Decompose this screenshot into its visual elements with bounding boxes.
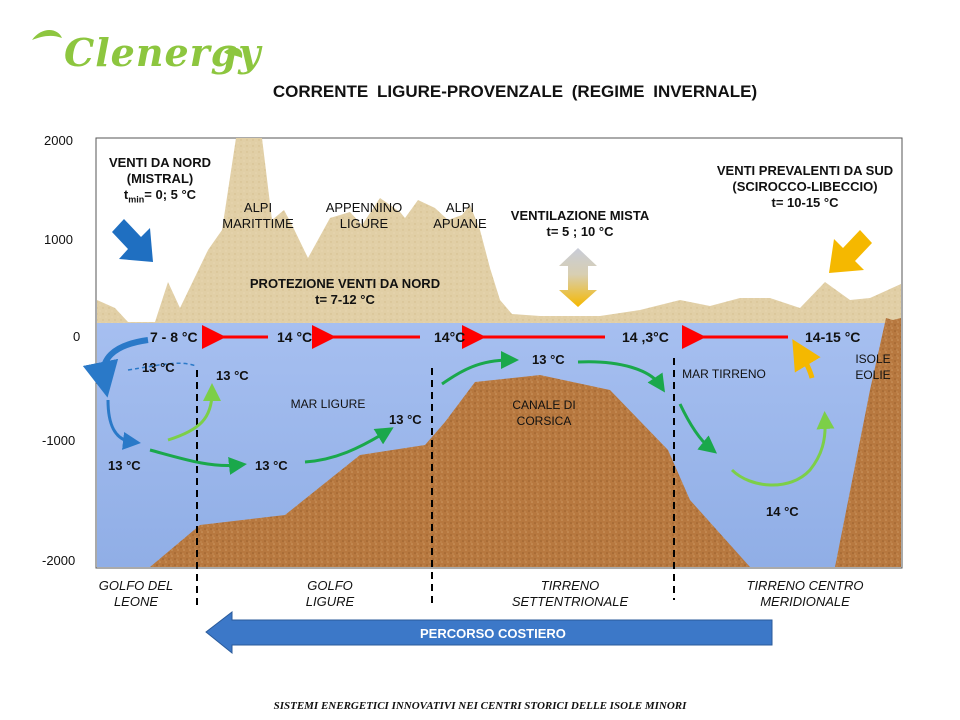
mar-tirreno-label: MAR TIRRENO — [682, 367, 766, 381]
appennino-label: APPENNINO LIGURE — [325, 200, 403, 231]
temp-deep-7: 14 °C — [766, 504, 799, 519]
temp-deep-1: 13 °C — [142, 360, 175, 375]
dashed-return-line — [127, 362, 197, 371]
north-wind-arrow-icon — [112, 219, 153, 262]
footer-text: SISTEMI ENERGETICI INNOVATIVI NEI CENTRI… — [273, 700, 687, 712]
axis-y-1000: 1000 — [44, 232, 73, 247]
alpi-marittime-label: ALPI MARITTIME — [222, 200, 294, 231]
temp-deep-2: 13 °C — [216, 368, 249, 383]
temp-deep-4: 13 °C — [255, 458, 288, 473]
protection-label: PROTEZIONE VENTI DA NORD t= 7-12 °C — [249, 276, 441, 307]
temp-deep-5: 13 °C — [389, 412, 422, 427]
temp-deep-6: 13 °C — [532, 352, 565, 367]
downwelling-arrow — [82, 337, 149, 398]
isole-eolie-label: ISOLE EOLIE — [855, 352, 891, 382]
south-winds-label: VENTI PREVALENTI DA SUD (SCIROCCO-LIBECC… — [716, 163, 894, 210]
alpi-apuane-label: ALPI APUANE — [433, 200, 487, 231]
deep-current-arrows — [149, 339, 835, 487]
temp-tirreno-north: 14 ,3°C — [622, 329, 669, 345]
logo-text: Clenergy — [64, 30, 262, 75]
coastal-route-label: PERCORSO COSTIERO — [420, 626, 566, 641]
temp-ligure-surface: 14 °C — [277, 329, 313, 345]
eolie-island — [835, 318, 901, 567]
canale-corsica-label: CANALE DI CORSICA — [512, 398, 576, 428]
axis-y-minus1000: -1000 — [42, 433, 76, 448]
mountain-profile — [97, 138, 901, 323]
clenergy-logo: Clenergy — [28, 22, 260, 82]
south-wind-arrow-icon — [829, 230, 872, 273]
leaf-icon — [32, 30, 243, 58]
mixed-ventilation-label: VENTILAZIONE MISTA t= 5 ; 10 °C — [510, 208, 650, 239]
region-golfo-ligure: GOLFO LIGURE — [305, 578, 355, 609]
axis-y-2000: 2000 — [44, 133, 73, 148]
mar-ligure-label: MAR LIGURE — [290, 397, 366, 411]
temp-deep-3: 13 °C — [108, 458, 141, 473]
axis-y-0: 0 — [73, 329, 81, 344]
page-title: CORRENTE LIGURE-PROVENZALE (REGIME INVER… — [272, 82, 758, 101]
temp-golfo-leone: 7 - 8 °C — [150, 329, 198, 345]
downwelling-arrow-lower — [106, 399, 141, 450]
region-golfo-leone: GOLFO DEL LEONE — [98, 578, 174, 609]
temp-ligure-east: 14°C — [434, 329, 466, 345]
region-tirreno-centro-meridionale: TIRRENO CENTRO MERIDIONALE — [746, 578, 864, 609]
temp-tirreno-south: 14-15 °C — [805, 329, 861, 345]
north-winds-label: VENTI DA NORD (MISTRAL) tmin= 0; 5 °C — [108, 155, 212, 205]
seabed-profile — [150, 375, 750, 567]
coastal-route-arrow — [205, 610, 773, 655]
region-tirreno-settentrionale: TIRRENO SETTENTRIONALE — [511, 578, 629, 609]
axis-y-minus2000: -2000 — [42, 553, 76, 568]
mixed-wind-arrow-icon — [559, 248, 597, 307]
